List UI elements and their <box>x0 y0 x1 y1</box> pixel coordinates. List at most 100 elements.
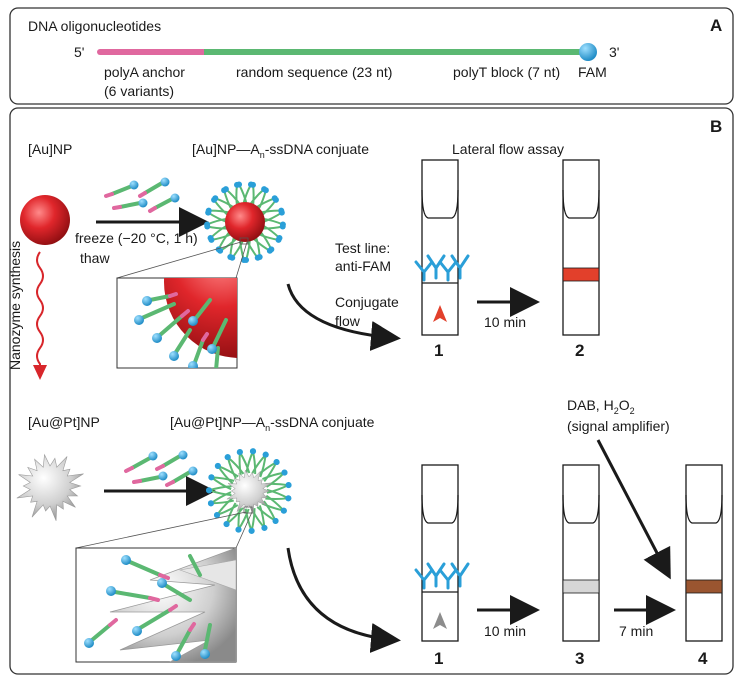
aupt-np-label: [Au@Pt]NP <box>28 414 100 430</box>
aupt-nanoparticle <box>16 453 84 521</box>
zoom-marker-bottom <box>243 506 253 514</box>
panel-b-letter: B <box>710 117 722 136</box>
free-oligos-bottom <box>124 450 198 487</box>
fam-dot <box>262 451 269 458</box>
dab-label: DAB, H2O2 <box>567 397 635 416</box>
fam-dot <box>262 187 269 194</box>
fam-dot <box>236 449 243 456</box>
zoom-inset-top <box>116 277 238 369</box>
strip-4-number: 4 <box>698 649 708 668</box>
curved-arrow-top <box>286 283 401 351</box>
strip-1-number: 1 <box>434 341 443 360</box>
fam-dot <box>280 507 287 514</box>
fam-dot <box>285 482 292 489</box>
fam-dot <box>224 454 231 461</box>
fam-dot <box>205 207 212 214</box>
three-prime-label: 3' <box>609 44 619 60</box>
test-line-label-1: Test line: <box>335 240 390 256</box>
polya-label: polyA anchor <box>104 64 185 80</box>
fam-bead <box>579 43 597 61</box>
fam-dot <box>285 495 292 502</box>
oligo-strand <box>235 184 238 207</box>
fam-dot <box>272 517 279 524</box>
fam-dot <box>207 500 214 507</box>
test-line-label-2: anti-FAM <box>335 258 391 274</box>
strip-2 <box>562 159 600 336</box>
fam-dot <box>207 235 214 242</box>
test-line-brown <box>685 579 723 594</box>
thaw-label: thaw <box>80 250 110 266</box>
fam-dot <box>254 254 261 261</box>
synthesis-arrowhead <box>33 365 47 380</box>
fam-dot <box>227 254 234 261</box>
oligo-strand <box>266 488 289 500</box>
strip-1b-number: 1 <box>434 649 443 668</box>
antibody-cluster-bottom <box>414 562 470 590</box>
oligo-strand <box>260 209 282 214</box>
fam-dot <box>223 521 230 528</box>
fam-dot <box>222 186 229 193</box>
time-label-bottom-2: 7 min <box>619 623 653 639</box>
antibody-cluster-top <box>414 254 470 282</box>
time-label-top: 10 min <box>484 314 526 330</box>
flow-arrow-gray <box>433 612 447 629</box>
aupt-conjugate-label: [Au@Pt]NP—An-ssDNA conjuate <box>170 414 375 433</box>
fam-dot <box>206 487 213 494</box>
fam-dot <box>275 236 282 243</box>
aupt-conjugate-core <box>226 469 272 515</box>
lfa-title: Lateral flow assay <box>452 141 564 157</box>
strip-4 <box>685 464 723 642</box>
panel-a-frame <box>9 7 734 105</box>
zoom-inset-bottom <box>75 547 237 663</box>
fam-dot <box>249 448 256 455</box>
synthesis-label: Nanozyme synthesis <box>7 241 23 370</box>
synthesis-wavy-arrow <box>36 251 44 366</box>
polyt-label: polyT block (7 nt) <box>453 64 560 80</box>
fam-dot <box>214 512 221 519</box>
zoom-leader-bottom-left <box>75 511 247 549</box>
fam-dot <box>248 527 255 534</box>
fam-dot <box>204 221 211 228</box>
oligo-strand <box>252 184 255 207</box>
fam-dot <box>281 469 288 476</box>
strip-3 <box>562 464 600 642</box>
au-conjugate-label: [Au]NP—An-ssDNA conjuate <box>192 141 369 160</box>
oligo-strand <box>265 497 289 501</box>
fam-dot <box>272 196 279 203</box>
fam-dot <box>273 458 280 465</box>
fam-label: FAM <box>578 64 607 80</box>
fam-dot <box>240 256 247 263</box>
five-prime-label: 5' <box>74 44 84 60</box>
conj-flow-label-1: Conjugate <box>335 294 399 310</box>
aupt-conjugate <box>206 448 292 534</box>
fam-dot <box>236 181 243 188</box>
fam-dot <box>266 247 273 254</box>
test-line-gray <box>562 579 600 594</box>
strip-3-number: 3 <box>575 649 584 668</box>
fam-dot <box>214 462 221 469</box>
oligo-strand <box>254 236 261 258</box>
fam-dot <box>261 524 268 531</box>
conj-flow-label-2: flow <box>335 313 361 329</box>
fam-dot <box>235 526 242 533</box>
au-conjugate-core <box>225 202 265 242</box>
fam-dot <box>279 221 286 228</box>
amplifier-label: (signal amplifier) <box>567 418 670 434</box>
freeze-label: freeze (−20 °C, 1 h) <box>75 230 198 246</box>
fam-dot <box>208 474 215 481</box>
curved-arrow-bottom <box>286 547 401 653</box>
strip-2-number: 2 <box>575 341 584 360</box>
test-line-red <box>562 267 600 282</box>
dab-arrow <box>596 439 671 580</box>
fam-dot <box>249 181 256 188</box>
strip-1-top <box>421 159 459 336</box>
strip-1-bottom <box>421 464 459 642</box>
free-oligos-top <box>104 177 180 213</box>
flow-arrow-red <box>433 305 447 322</box>
zoom-leader-top-right <box>235 241 248 279</box>
au-np-label: [Au]NP <box>28 141 72 157</box>
panel-a-letter: A <box>710 16 722 35</box>
panel-b-frame <box>9 107 734 675</box>
random-sequence-label: random sequence (23 nt) <box>236 64 392 80</box>
